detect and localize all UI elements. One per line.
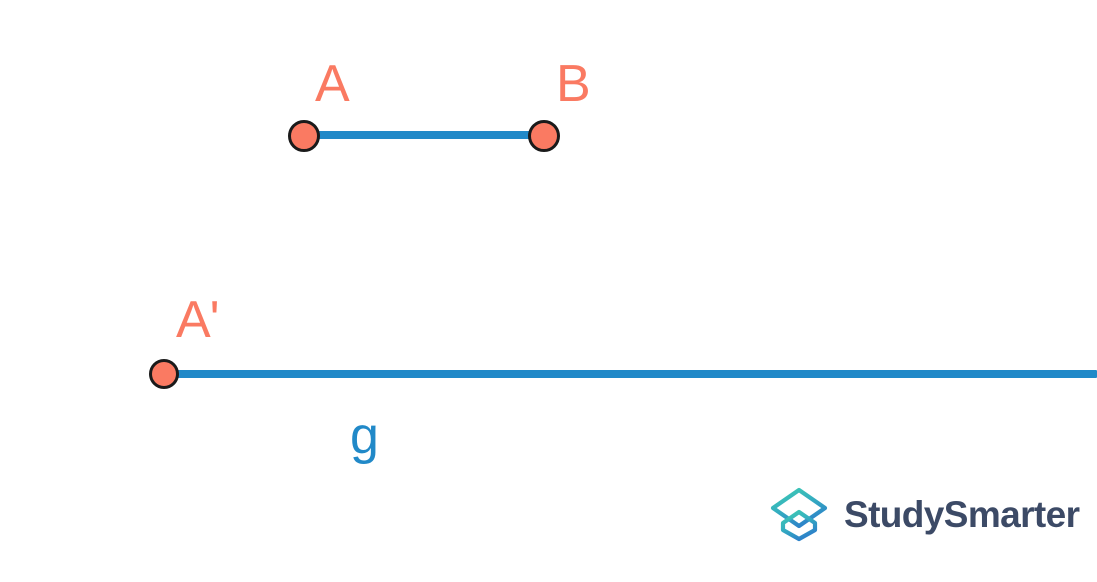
ray-g-line: [160, 370, 1097, 378]
point-a-prime-label: A': [176, 291, 220, 349]
point-a-label: A: [315, 55, 350, 113]
segment-ab-line: [300, 131, 548, 139]
studysmarter-logo: StudySmarter: [768, 486, 1080, 542]
point-a-prime-marker[interactable]: [149, 359, 179, 389]
point-a-marker[interactable]: [288, 120, 320, 152]
point-b-label: B: [556, 55, 591, 113]
ray-g-label: g: [350, 407, 379, 465]
point-b-marker[interactable]: [528, 120, 560, 152]
studysmarter-box-icon: [770, 487, 828, 542]
studysmarter-wordmark: StudySmarter: [844, 493, 1080, 535]
